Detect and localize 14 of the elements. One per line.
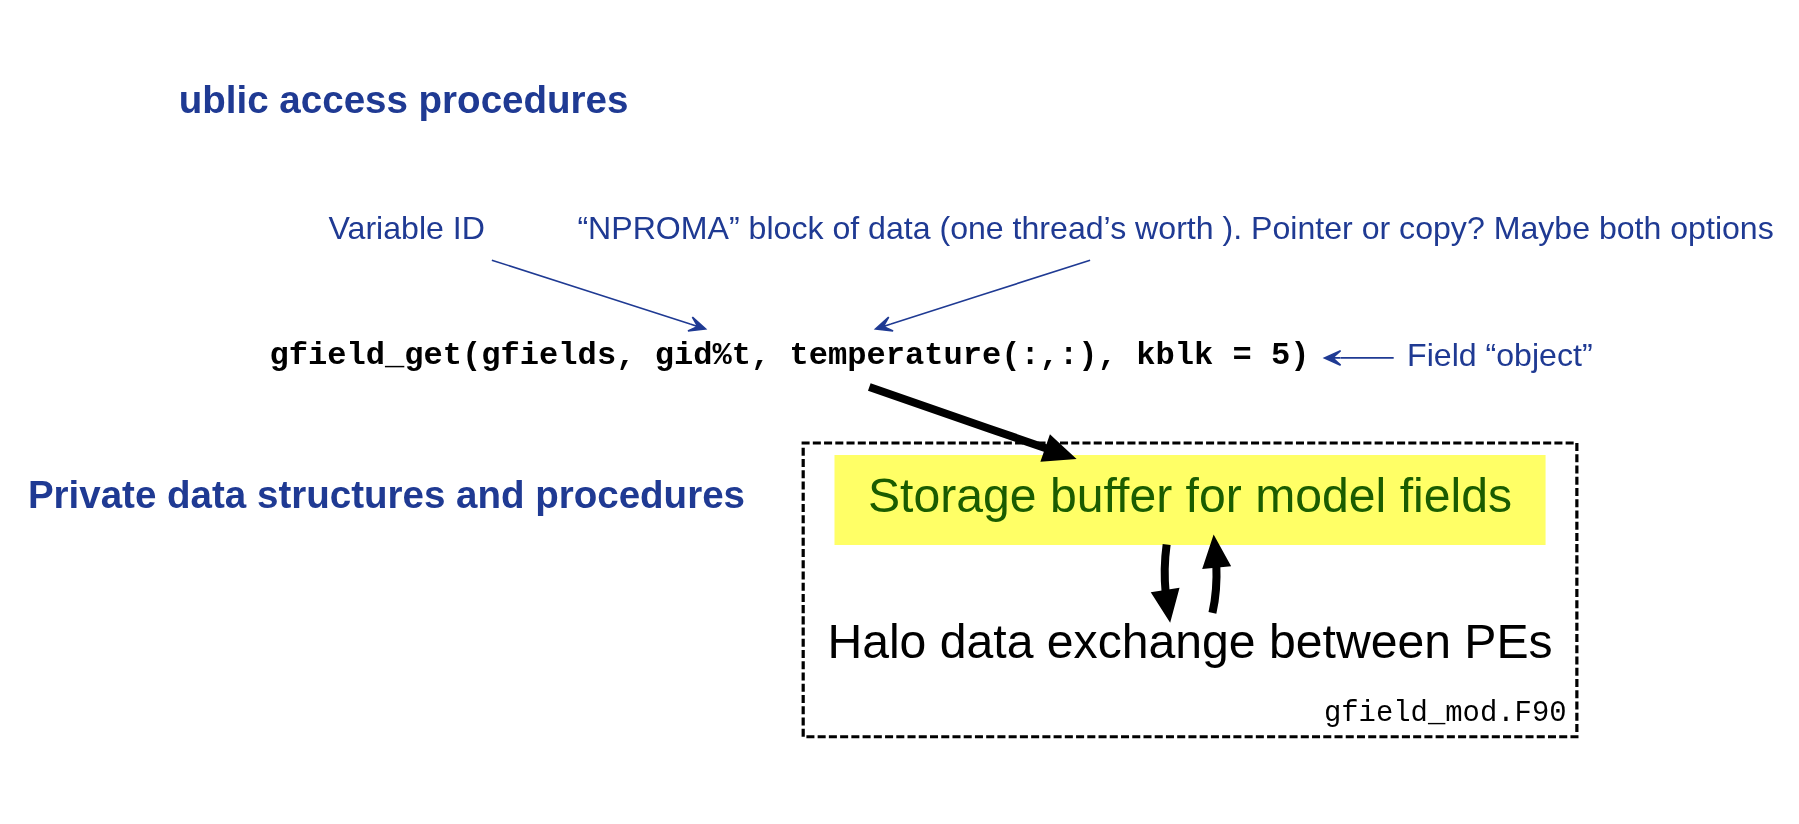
arrow [491, 258, 707, 332]
arrow [874, 258, 1091, 332]
label: ublic access procedures [178, 77, 629, 121]
arrow [1150, 543, 1180, 623]
node-text: Variable ID [328, 209, 485, 246]
node-box: Storage buffer for model fields [834, 454, 1546, 545]
node-text: Field “object” [1407, 336, 1593, 373]
arrow [1202, 533, 1232, 614]
node-text: gfield_get(gfields, gid%t, temperature(:,:), kblk = 5) [269, 336, 1310, 374]
node-text: “NPROMA” block of data (one thread’s worth ). Pointer or copy? Maybe both options [577, 209, 1774, 246]
arrow [1323, 349, 1395, 366]
node-text: Halo data exchange between PEs [827, 613, 1553, 668]
label: Private data structures and procedures [27, 472, 745, 516]
arrow [868, 382, 1077, 462]
